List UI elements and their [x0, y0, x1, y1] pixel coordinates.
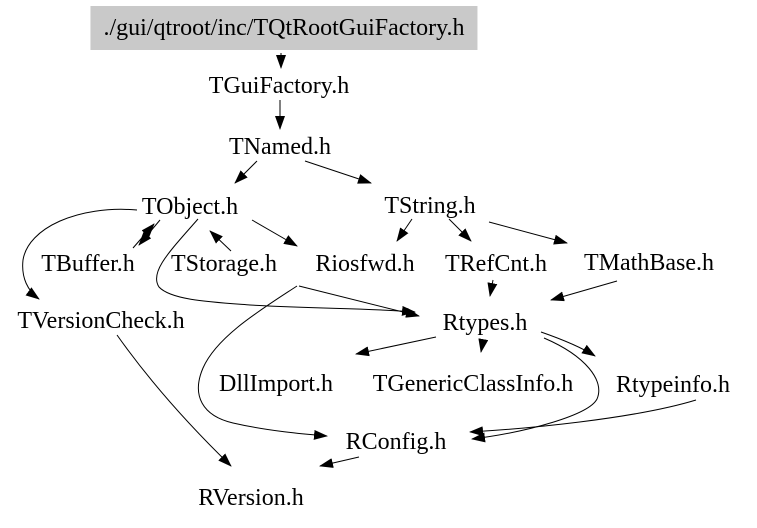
- node-TObject[interactable]: TObject.h: [141, 194, 239, 220]
- edge-TString-to-TMathBase: [488, 221, 568, 245]
- edge-TVersionCheck-to-RVersion: [116, 334, 232, 467]
- node-TGenericClassInfo[interactable]: TGenericClassInfo.h: [372, 371, 574, 397]
- edge-Rtypes-to-TGenericClassInfo: [478, 338, 489, 353]
- node-Riosfwd[interactable]: Riosfwd.h: [315, 251, 415, 277]
- node-DllImport[interactable]: DllImport.h: [219, 371, 333, 397]
- node-RConfig[interactable]: RConfig.h: [345, 429, 447, 455]
- node-RVersion[interactable]: RVersion.h: [198, 485, 304, 511]
- edge-Riosfwd-to-Rtypes: [298, 285, 420, 318]
- node-TRefCnt[interactable]: TRefCnt.h: [445, 251, 547, 277]
- node-TGuiFactory[interactable]: TGuiFactory.h: [208, 73, 350, 99]
- edge-TString-to-Riosfwd: [396, 218, 413, 242]
- edge-RConfig-to-RVersion: [319, 456, 360, 468]
- node-TVersionCheck[interactable]: TVersionCheck.h: [17, 308, 185, 334]
- edge-Rtypes-to-DllImport: [355, 336, 437, 357]
- edge-Riosfwd-to-RConfig: [198, 285, 328, 440]
- node-Rtypes[interactable]: Rtypes.h: [442, 310, 528, 336]
- edge-TStorage-to-TObject: [209, 230, 232, 252]
- edge-Rtypeinfo-to-RConfig: [469, 399, 697, 437]
- node-TStorage[interactable]: TStorage.h: [171, 251, 277, 277]
- node-TNamed[interactable]: TNamed.h: [229, 134, 331, 160]
- edge-TNamed-to-TString: [304, 160, 372, 184]
- edge-TString-to-TRefCnt: [448, 218, 472, 242]
- edge-TRefCnt-to-Rtypes: [487, 279, 498, 297]
- edge-TNamed-to-TObject: [234, 160, 258, 184]
- edge-Rtypes-to-RConfig: [471, 337, 600, 443]
- edge-TBuffer-to-TObject: [132, 223, 155, 249]
- node-TString[interactable]: TString.h: [384, 193, 476, 219]
- edge-TObject-to-TVersionCheck: [22, 208, 138, 300]
- node-TBuffer[interactable]: TBuffer.h: [41, 251, 135, 277]
- edge-Rtypes-to-Rtypeinfo: [540, 331, 596, 357]
- edge-TObject-to-TBuffer: [138, 219, 161, 246]
- edge-TMathBase-to-Rtypes: [550, 280, 618, 302]
- node-TMathBase[interactable]: TMathBase.h: [584, 250, 714, 276]
- edge-TObject-to-Riosfwd: [251, 219, 298, 247]
- edge-TObject-to-Rtypes: [156, 218, 416, 316]
- node-TQtRootGuiFactory: ./gui/qtroot/inc/TQtRootGuiFactory.h: [90, 6, 478, 50]
- edge-group: [22, 53, 697, 468]
- node-Rtypeinfo[interactable]: Rtypeinfo.h: [616, 372, 730, 398]
